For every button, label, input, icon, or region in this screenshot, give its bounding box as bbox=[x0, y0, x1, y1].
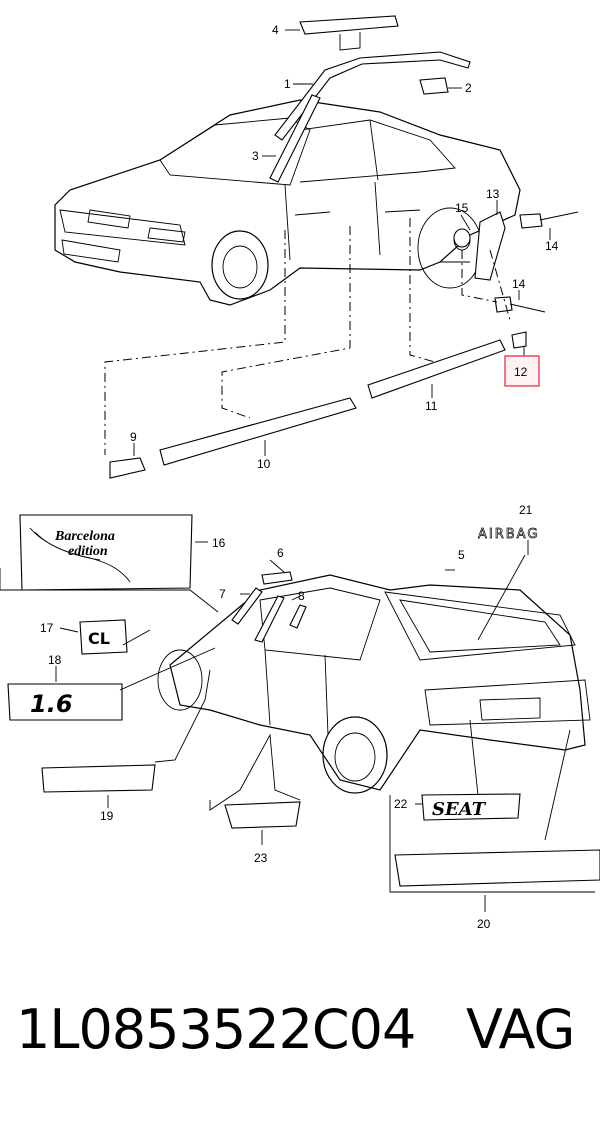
highlighted-callout-12: 12 bbox=[504, 355, 540, 387]
barcelona-text-line2: edition bbox=[68, 544, 108, 559]
callout-21: 21 bbox=[519, 503, 533, 517]
callout-22: 22 bbox=[394, 797, 408, 811]
callout-9: 9 bbox=[130, 430, 137, 444]
part-number-text: 1L0853522C04 bbox=[16, 998, 416, 1061]
callout-20: 20 bbox=[477, 917, 491, 931]
seat-script-badge-text: SEAT bbox=[432, 799, 487, 820]
barcelona-text-line1: Barcelona bbox=[54, 529, 115, 544]
callout-3: 3 bbox=[252, 149, 259, 163]
engine-badge-text: 1.6 bbox=[30, 690, 73, 718]
callout-15: 15 bbox=[455, 201, 469, 215]
callout-12: 12 bbox=[514, 365, 528, 379]
callout-14b: 14 bbox=[512, 277, 526, 291]
rear-clip-parts bbox=[453, 211, 579, 313]
callout-18: 18 bbox=[48, 653, 62, 667]
barcelona-badge: Barcelona edition bbox=[29, 527, 131, 583]
cl-badge-text: CL bbox=[88, 629, 110, 648]
callout-11: 11 bbox=[425, 399, 438, 413]
callout-6: 6 bbox=[277, 546, 284, 560]
roof-moulding-parts bbox=[269, 15, 471, 183]
callout-16: 16 bbox=[212, 536, 226, 550]
callout-8: 8 bbox=[298, 589, 305, 603]
side-moulding-parts bbox=[109, 331, 527, 479]
caption-bar: 1L0853522C04 VAG bbox=[0, 998, 600, 1078]
callout-7: 7 bbox=[219, 587, 226, 601]
callout-1: 1 bbox=[284, 77, 291, 91]
callout-4: 4 bbox=[272, 23, 279, 37]
top-lead-lines bbox=[104, 218, 511, 455]
callout-19: 19 bbox=[100, 809, 114, 823]
top-leader-lines bbox=[133, 29, 551, 456]
airbag-badge-text: AIRBAG bbox=[478, 527, 539, 542]
callout-5: 5 bbox=[458, 548, 465, 562]
callout-17: 17 bbox=[40, 621, 54, 635]
callout-10: 10 bbox=[257, 457, 271, 471]
callout-2: 2 bbox=[465, 81, 472, 95]
sedan-illustration bbox=[54, 99, 521, 306]
callout-labels: 4 1 2 3 13 15 14 14 9 10 11 21 16 6 5 7 … bbox=[40, 23, 559, 931]
bottom-lead-lines bbox=[0, 540, 595, 912]
callout-14a: 14 bbox=[545, 239, 559, 253]
callout-23: 23 bbox=[254, 851, 268, 865]
hatchback-parts bbox=[7, 514, 600, 887]
callout-13: 13 bbox=[486, 187, 500, 201]
hatchback-illustration bbox=[157, 574, 591, 794]
brand-text: VAG bbox=[466, 998, 575, 1061]
